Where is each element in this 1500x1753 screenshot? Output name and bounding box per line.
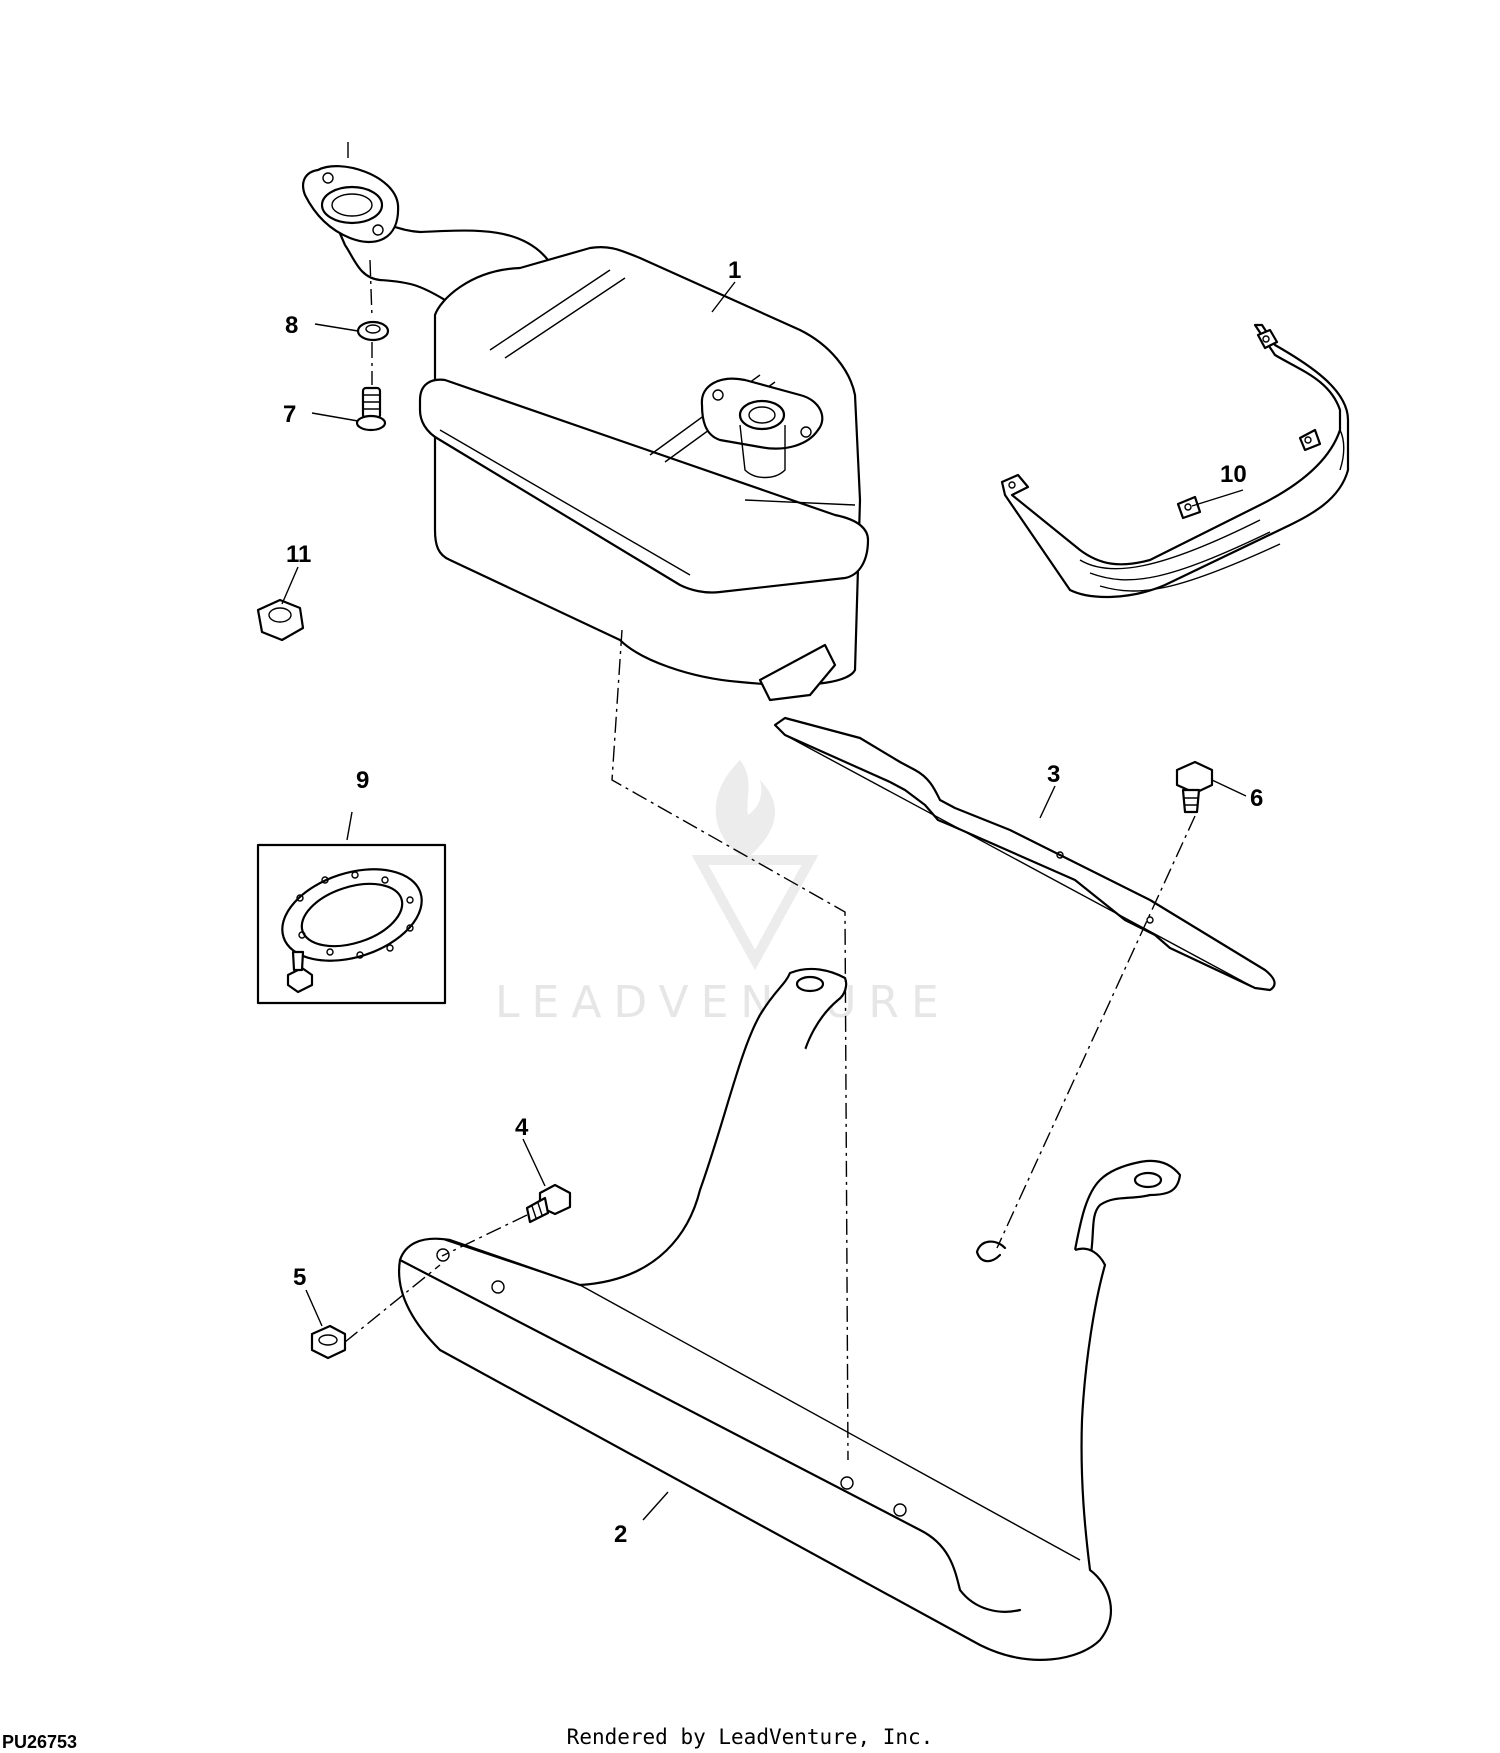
callout-2[interactable]: 2 — [614, 1521, 627, 1548]
part-9-gasket-kit[interactable] — [256, 843, 447, 1005]
callout-4[interactable]: 4 — [515, 1114, 529, 1141]
part-11-nut[interactable] — [256, 598, 305, 642]
assembly-line-nut-5 — [344, 1264, 441, 1343]
part-10-heat-shield[interactable] — [1000, 323, 1350, 599]
callout-leaders — [281, 281, 1247, 1521]
callouts: 1 2 3 4 5 6 7 8 9 10 11 — [283, 257, 1263, 1548]
part-3-plate[interactable] — [773, 716, 1276, 992]
callout-11[interactable]: 11 — [286, 541, 311, 568]
watermark: LEADVENTURE — [495, 760, 951, 1028]
callout-8[interactable]: 8 — [285, 312, 298, 339]
watermark-v-icon — [691, 855, 819, 971]
part-2-bracket[interactable] — [398, 967, 1182, 1661]
watermark-text: LEADVENTURE — [495, 977, 951, 1028]
watermark-flame-icon — [715, 760, 776, 860]
assembly-line-bolt-4 — [441, 1214, 528, 1257]
callout-1[interactable]: 1 — [728, 257, 741, 284]
drawing-id: PU26753 — [2, 1732, 78, 1752]
footer-credit: Rendered by LeadVenture, Inc. — [566, 1725, 934, 1749]
callout-3[interactable]: 3 — [1047, 761, 1060, 788]
callout-5[interactable]: 5 — [293, 1264, 306, 1291]
callout-10[interactable]: 10 — [1220, 461, 1247, 488]
part-1-muffler[interactable] — [301, 165, 870, 702]
part-7-stud[interactable] — [355, 386, 387, 432]
part-5-nut[interactable] — [310, 1324, 347, 1360]
callout-9[interactable]: 9 — [356, 767, 369, 794]
callout-7[interactable]: 7 — [283, 401, 296, 428]
assembly-line-muffler-bracket — [611, 629, 849, 1461]
part-4-bolt[interactable] — [525, 1183, 572, 1224]
callout-6[interactable]: 6 — [1250, 785, 1263, 812]
assembly-line-bolt-6 — [996, 815, 1196, 1249]
part-6-bolt[interactable] — [1175, 760, 1214, 814]
assembly-line-stud — [347, 142, 373, 385]
part-8-nut[interactable] — [356, 320, 390, 342]
